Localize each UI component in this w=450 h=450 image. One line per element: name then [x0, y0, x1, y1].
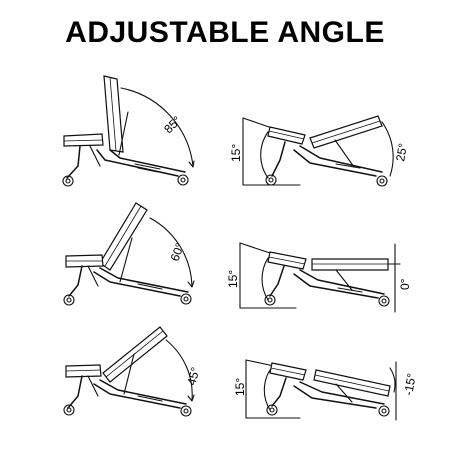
seat-angle-label: 15°	[229, 144, 243, 162]
angle-label-25: 25°	[393, 142, 410, 163]
bench-85-degree: 85°	[62, 75, 195, 187]
seat-angle-label: 15°	[233, 378, 247, 396]
angle-label-0: 0°	[398, 278, 412, 290]
page-title: ADJUSTABLE ANGLE	[65, 16, 385, 49]
angle-label-45: 45°	[184, 365, 202, 386]
bench-25-degree: 15° 25°	[229, 115, 410, 187]
bench-60-degree: 60°	[63, 202, 195, 306]
bench-45-degree: 45°	[63, 326, 203, 417]
angle-label-minus-15: -15°	[401, 372, 419, 396]
seat-angle-label: 15°	[226, 270, 240, 288]
bench-minus-15-degree: 15° -15°	[233, 359, 419, 421]
angle-label-60: 60°	[168, 241, 187, 263]
angle-label-85: 85°	[161, 113, 184, 136]
bench-0-degree: 15° 0°	[226, 242, 412, 313]
